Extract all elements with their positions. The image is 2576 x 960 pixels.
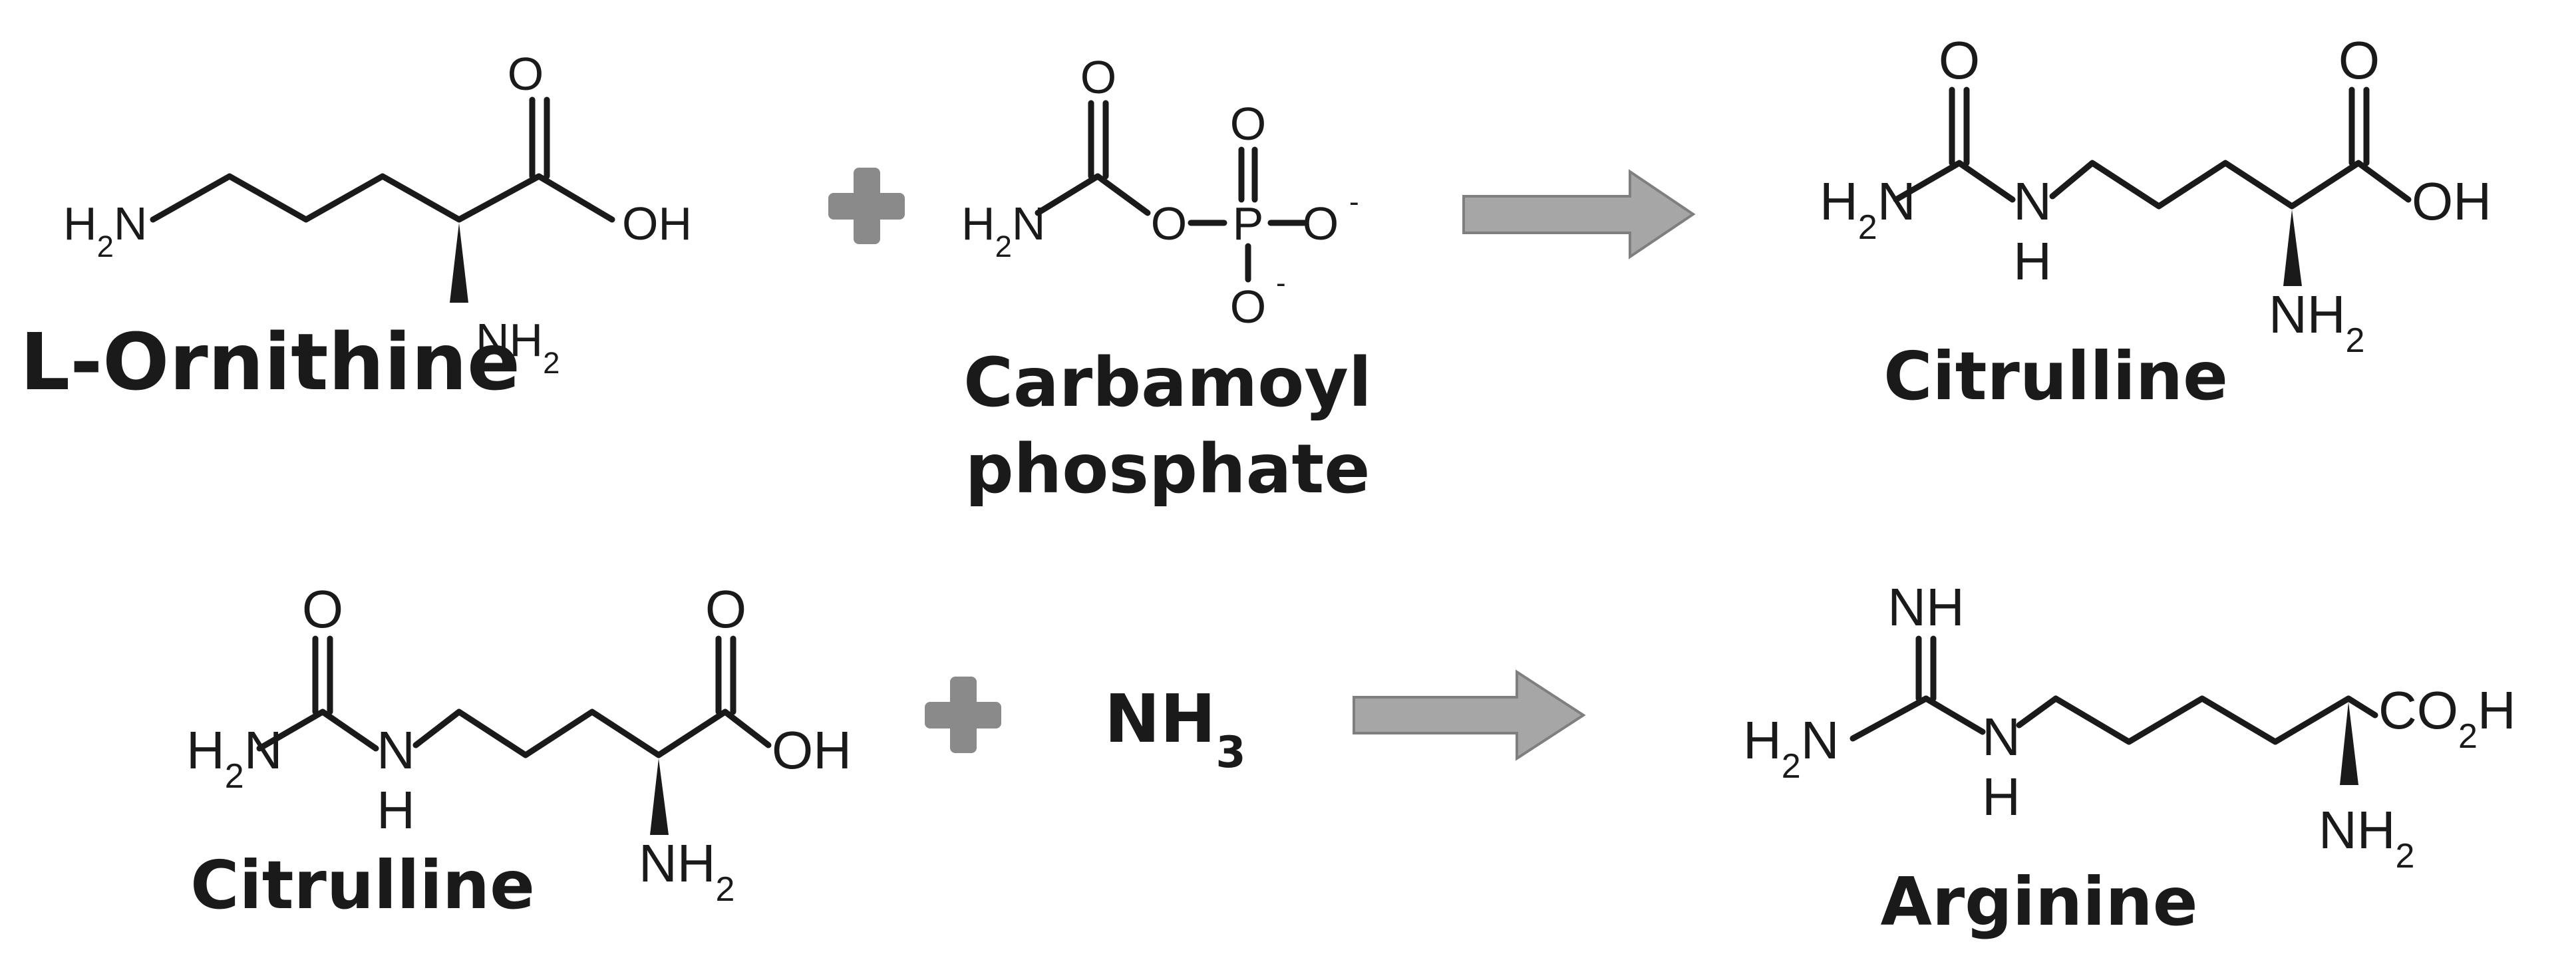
arginine-acid-label: CO2H	[2378, 681, 2516, 756]
ornithine-chain-bonds	[150, 173, 615, 223]
carbamoyl-bond-2	[1094, 173, 1151, 216]
citrulline-p-carbonyl-o-label: O	[1939, 31, 1980, 90]
citrulline-r-alpha-amine-label: NH2	[639, 834, 734, 909]
carbamoyl-phosphate-name-line1: Carbamoyl	[963, 343, 1372, 422]
citrulline-r-nh-n-label: N	[377, 720, 415, 780]
arginine-bond-2	[1923, 695, 1986, 735]
carbamoyl-phosphate-name-line2: phosphate	[965, 430, 1370, 509]
citrulline-r-carbonyl-o-label: O	[302, 579, 343, 639]
carbamoyl-o-right-label: O	[1303, 198, 1339, 249]
carbamoyl-o-right-charge: -	[1349, 186, 1359, 218]
carbamoyl-ester-o-label: O	[1151, 198, 1187, 249]
citrulline-r-bond-1	[256, 709, 326, 752]
ornithine-hydroxyl-label: OH	[622, 198, 692, 249]
ornithine-stereo-wedge	[450, 223, 468, 303]
carbamoyl-o-bottom-charge: -	[1276, 267, 1286, 299]
reaction-arrow-1	[1462, 169, 1696, 259]
citrulline-r-stereo-wedge	[650, 758, 669, 835]
plus-sign	[828, 168, 905, 244]
citrulline-p-nh-n-label: N	[2013, 172, 2052, 231]
citrulline-r-nh-h-label: H	[377, 780, 415, 840]
arginine-name: Arginine	[1880, 863, 2197, 941]
ornithine-amine-label: H2N	[63, 198, 147, 263]
arginine-nh-h-label: H	[1982, 767, 2020, 826]
plus-sign-2	[925, 677, 1001, 753]
citrulline-p-nh-h-label: H	[2013, 232, 2052, 291]
citrulline-reactant-name: Citrulline	[190, 846, 535, 924]
ornithine-alpha-amine-label: NH2	[476, 314, 560, 380]
arginine-nh-n-label: N	[1982, 707, 2020, 766]
citrulline-p-hydroxyl-label: OH	[2412, 172, 2492, 231]
carbamoyl-bond-1	[1035, 173, 1101, 216]
citrulline-r-bond-2	[319, 709, 379, 752]
citrulline-p-chain-bonds	[2049, 160, 2412, 210]
citrulline-product-name: Citrulline	[1883, 337, 2228, 415]
l-ornithine-name: L-Ornithine	[20, 316, 520, 408]
carbamoyl-o-bottom-label: O	[1230, 281, 1266, 333]
citrulline-r-hydroxyl-label: OH	[772, 720, 852, 780]
arginine-structure: NH H2N N H CO2H NH2	[1743, 577, 2516, 876]
arginine-chain-bonds	[2016, 695, 2378, 745]
carbamoyl-carbonyl-o-label: O	[1080, 51, 1116, 103]
l-ornithine-structure: H2N O OH NH2	[63, 48, 692, 380]
citrulline-p-amine-label: H2N	[1820, 172, 1915, 247]
ornithine-carbonyl-o-label: O	[508, 48, 544, 100]
carbamoyl-phosphate-structure: H2N O O P O O - O -	[961, 51, 1359, 333]
arginine-imine-label: NH	[1887, 577, 1965, 637]
citrulline-p-bond-1	[1893, 160, 1963, 203]
citrulline-r-amine-label: H2N	[186, 720, 282, 796]
carbamoyl-phosphorus-label: P	[1233, 198, 1264, 249]
arginine-stereo-wedge	[2340, 702, 2358, 785]
carbamoyl-amine-label: H2N	[961, 198, 1045, 263]
citrulline-p-bond-2	[1956, 160, 2016, 203]
ammonia-label: NH3	[1104, 680, 1246, 778]
citrulline-product-structure: H2N O N H O OH NH2	[1820, 31, 2492, 360]
citrulline-r-acid-o-label: O	[705, 579, 746, 639]
arginine-bond-1	[1850, 695, 1929, 742]
citrulline-r-chain-bonds	[412, 709, 772, 758]
citrulline-p-stereo-wedge	[2283, 210, 2302, 286]
citrulline-reactant-structure: H2N O N H O OH NH2	[186, 579, 852, 909]
arginine-alpha-amine-label: NH2	[2319, 800, 2414, 876]
citrulline-p-acid-o-label: O	[2338, 31, 2380, 90]
arginine-amine-label: H2N	[1743, 711, 1839, 786]
reaction-arrow-2	[1353, 669, 1586, 761]
carbamoyl-o-top-label: O	[1230, 98, 1266, 150]
citrulline-p-alpha-amine-label: NH2	[2269, 285, 2364, 360]
